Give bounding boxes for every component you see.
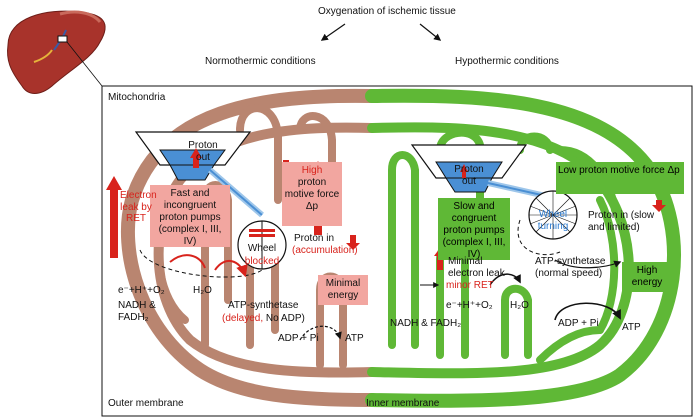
left-electron-equation: e⁻+H⁺+O₂ <box>118 285 165 296</box>
high-force-text: proton motive force Δp <box>284 177 340 212</box>
high-energy-box: High energy <box>622 262 672 292</box>
left-adp-arrow <box>299 325 342 341</box>
right-wheel-turning <box>528 190 578 240</box>
left-red-curve <box>214 260 248 278</box>
left-wheel-blocked <box>237 208 296 270</box>
right-proton-in: Proton in (slow and limited) <box>588 210 655 233</box>
right-proton-out: Proton out <box>454 164 484 187</box>
right-atp: ATP <box>622 322 641 333</box>
left-red-curve-2 <box>169 254 206 269</box>
high-force-box: High proton motive force Δp <box>282 162 342 226</box>
left-atp-synthetase: ATP-synthetase <box>228 300 299 311</box>
left-proton-out: Proton out <box>188 140 218 163</box>
minor-ret-label: minor RET <box>446 280 494 291</box>
left-funnel-up-arrow <box>190 148 202 168</box>
right-synthetase-arrow <box>554 259 622 269</box>
electron-leak-arrow <box>106 176 122 258</box>
proton-in-down-arrow <box>346 235 360 250</box>
delayed-text: (delayed, <box>222 313 264 324</box>
right-dashed-cycle <box>517 219 561 256</box>
left-blocked-label: blocked <box>244 256 280 267</box>
left-nadh: NADH & FADH₂ <box>118 300 156 323</box>
right-electron-curve <box>489 273 521 286</box>
minimal-leak-label: Minimal electron leak <box>448 256 505 279</box>
hypothermic-label: Hypothermic conditions <box>455 56 559 67</box>
high-prefix: High <box>301 165 323 176</box>
fast-proton-pumps-box: Fast and incongruent proton pumps (compl… <box>150 185 230 247</box>
right-proton-funnel <box>410 144 547 199</box>
minimal-energy-box: Minimal energy <box>318 275 368 305</box>
left-wheel-label: Wheel <box>247 243 277 254</box>
arrow-to-hypothermic <box>419 23 442 41</box>
right-proton-in-down-arrow <box>652 200 666 212</box>
right-nadh: NADH & FADH₂ <box>390 318 462 329</box>
left-accumulation: (accumulation) <box>292 245 358 256</box>
left-dashed-cycle <box>139 249 263 278</box>
left-adp: ADP + Pi <box>278 333 319 344</box>
mitochondria-label: Mitochondria <box>108 92 166 103</box>
left-proton-funnel <box>134 131 264 218</box>
normothermic-label: Normothermic conditions <box>205 56 316 67</box>
outer-membrane-label: Outer membrane <box>108 398 184 409</box>
left-delayed-note: (delayed, No ADP) <box>222 313 305 325</box>
electron-leak-label: Electron leak by RET <box>120 190 157 224</box>
liver-illustration <box>7 10 106 94</box>
right-adp: ADP + Pi <box>558 318 599 329</box>
diagram-title: Oxygenation of ischemic tissue <box>318 6 456 17</box>
slow-proton-pumps-box: Slow and congruent proton pumps (complex… <box>438 198 510 260</box>
right-water: H₂O <box>510 300 529 311</box>
right-wheel-label: Wheel turning <box>537 209 569 232</box>
right-electron-equation: e⁻+H⁺+O₂ <box>446 300 493 311</box>
left-atp: ATP <box>345 333 364 344</box>
right-adp-arrow <box>554 302 621 321</box>
left-proton-in: Proton in <box>294 233 335 244</box>
right-atp-synthetase: ATP-synthetase (normal speed) <box>535 256 606 279</box>
arrow-to-normothermic <box>320 23 346 41</box>
low-force-box: Low proton motive force Δp <box>556 162 684 194</box>
right-funnel-up-arrow <box>460 164 468 178</box>
no-adp-text: No ADP) <box>263 313 305 324</box>
inner-membrane-label: Inner membrane <box>366 398 440 409</box>
left-water: H₂O <box>193 285 212 296</box>
